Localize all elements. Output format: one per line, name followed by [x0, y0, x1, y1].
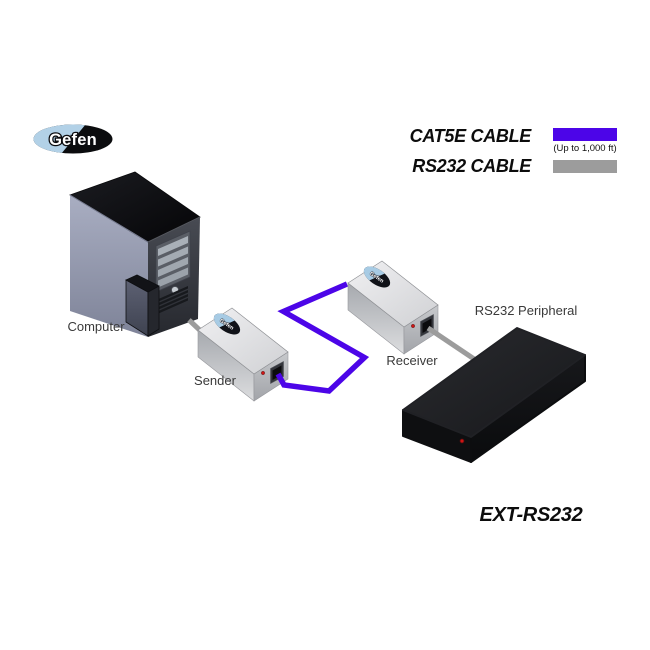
legend-cat5e-label: CAT5E CABLE	[410, 126, 533, 146]
gefen-logo-text: Gefen	[49, 131, 97, 149]
computer-tower	[69, 171, 201, 337]
cat5e-cable	[275, 281, 370, 394]
computer-label: Computer	[67, 319, 125, 334]
legend-rs232-swatch	[553, 160, 617, 173]
sender-label: Sender	[194, 373, 237, 388]
product-model-label: EXT-RS232	[480, 504, 583, 526]
peripheral-top-face	[402, 327, 586, 438]
peripheral-device	[402, 327, 586, 463]
rj45-port-opening	[272, 365, 282, 380]
status-led	[261, 371, 265, 375]
legend: CAT5E CABLE (Up to 1,000 ft) RS232 CABLE	[410, 126, 617, 176]
peripheral-label: RS232 Peripheral	[475, 303, 578, 318]
gefen-logo-swoosh	[33, 124, 86, 154]
legend-cat5e-note: (Up to 1,000 ft)	[553, 143, 616, 154]
computer-edge-highlight	[69, 194, 149, 243]
computer-vents	[154, 286, 188, 316]
receiver-label: Receiver	[386, 353, 438, 368]
peripheral-led	[459, 438, 465, 444]
computer-drive-bays	[155, 230, 191, 293]
legend-rs232-label: RS232 CABLE	[412, 156, 532, 176]
computer-front-edge	[147, 216, 201, 243]
sender-box: Gefen	[197, 307, 289, 402]
computer-foot	[125, 274, 160, 337]
legend-cat5e-swatch	[553, 128, 617, 141]
gefen-logo: Gefen	[33, 124, 113, 154]
